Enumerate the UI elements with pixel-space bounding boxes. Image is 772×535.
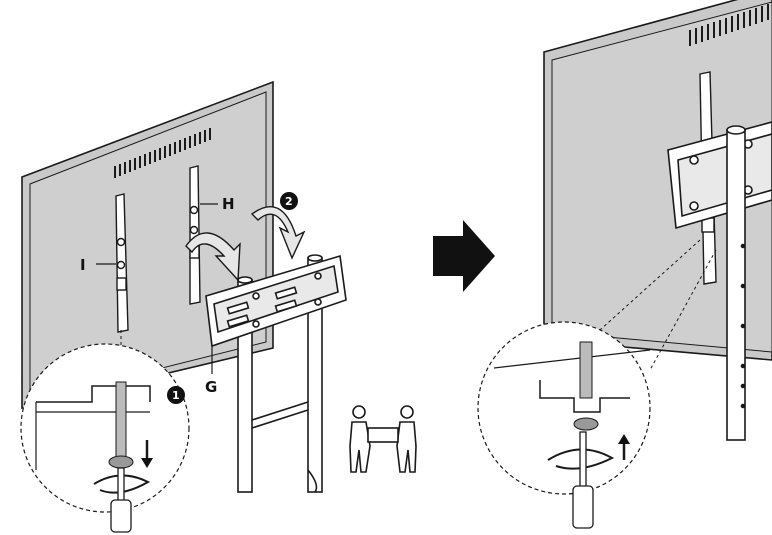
- curved-arrow-icon: [185, 205, 306, 282]
- tv-vents-left: [114, 128, 211, 178]
- label-g: G: [205, 378, 217, 396]
- zoom-detail-left: [20, 330, 190, 533]
- label-i: I: [80, 256, 86, 274]
- mounting-plate-g: [205, 254, 347, 348]
- step-1-badge: 1: [167, 386, 185, 404]
- up-arrow-icon: [618, 434, 630, 460]
- rotate-arrow-icon: [93, 474, 151, 494]
- right-arrow-icon: [433, 220, 495, 292]
- two-people-carry-icon: [349, 405, 417, 473]
- screwdriver-icon: [110, 467, 132, 533]
- tv-vents-right: [689, 4, 769, 46]
- right-scene: [477, 0, 772, 529]
- tv-bracket-arm-h: [189, 165, 201, 305]
- tv-bracket-arm-i: [115, 193, 129, 333]
- label-h: H: [222, 195, 235, 213]
- svg-text:2: 2: [285, 195, 293, 208]
- floor-stand-right: [726, 125, 746, 441]
- tv-panel-left: H I: [21, 80, 274, 410]
- rotate-arrow-icon-right: [547, 448, 615, 470]
- svg-text:1: 1: [172, 389, 180, 402]
- screwdriver-icon-right: [572, 431, 594, 529]
- down-arrow-icon: [141, 440, 153, 468]
- left-scene: H I G: [20, 80, 417, 533]
- zoom-detail-right: [477, 239, 717, 529]
- step-2-badge: 2: [280, 192, 298, 210]
